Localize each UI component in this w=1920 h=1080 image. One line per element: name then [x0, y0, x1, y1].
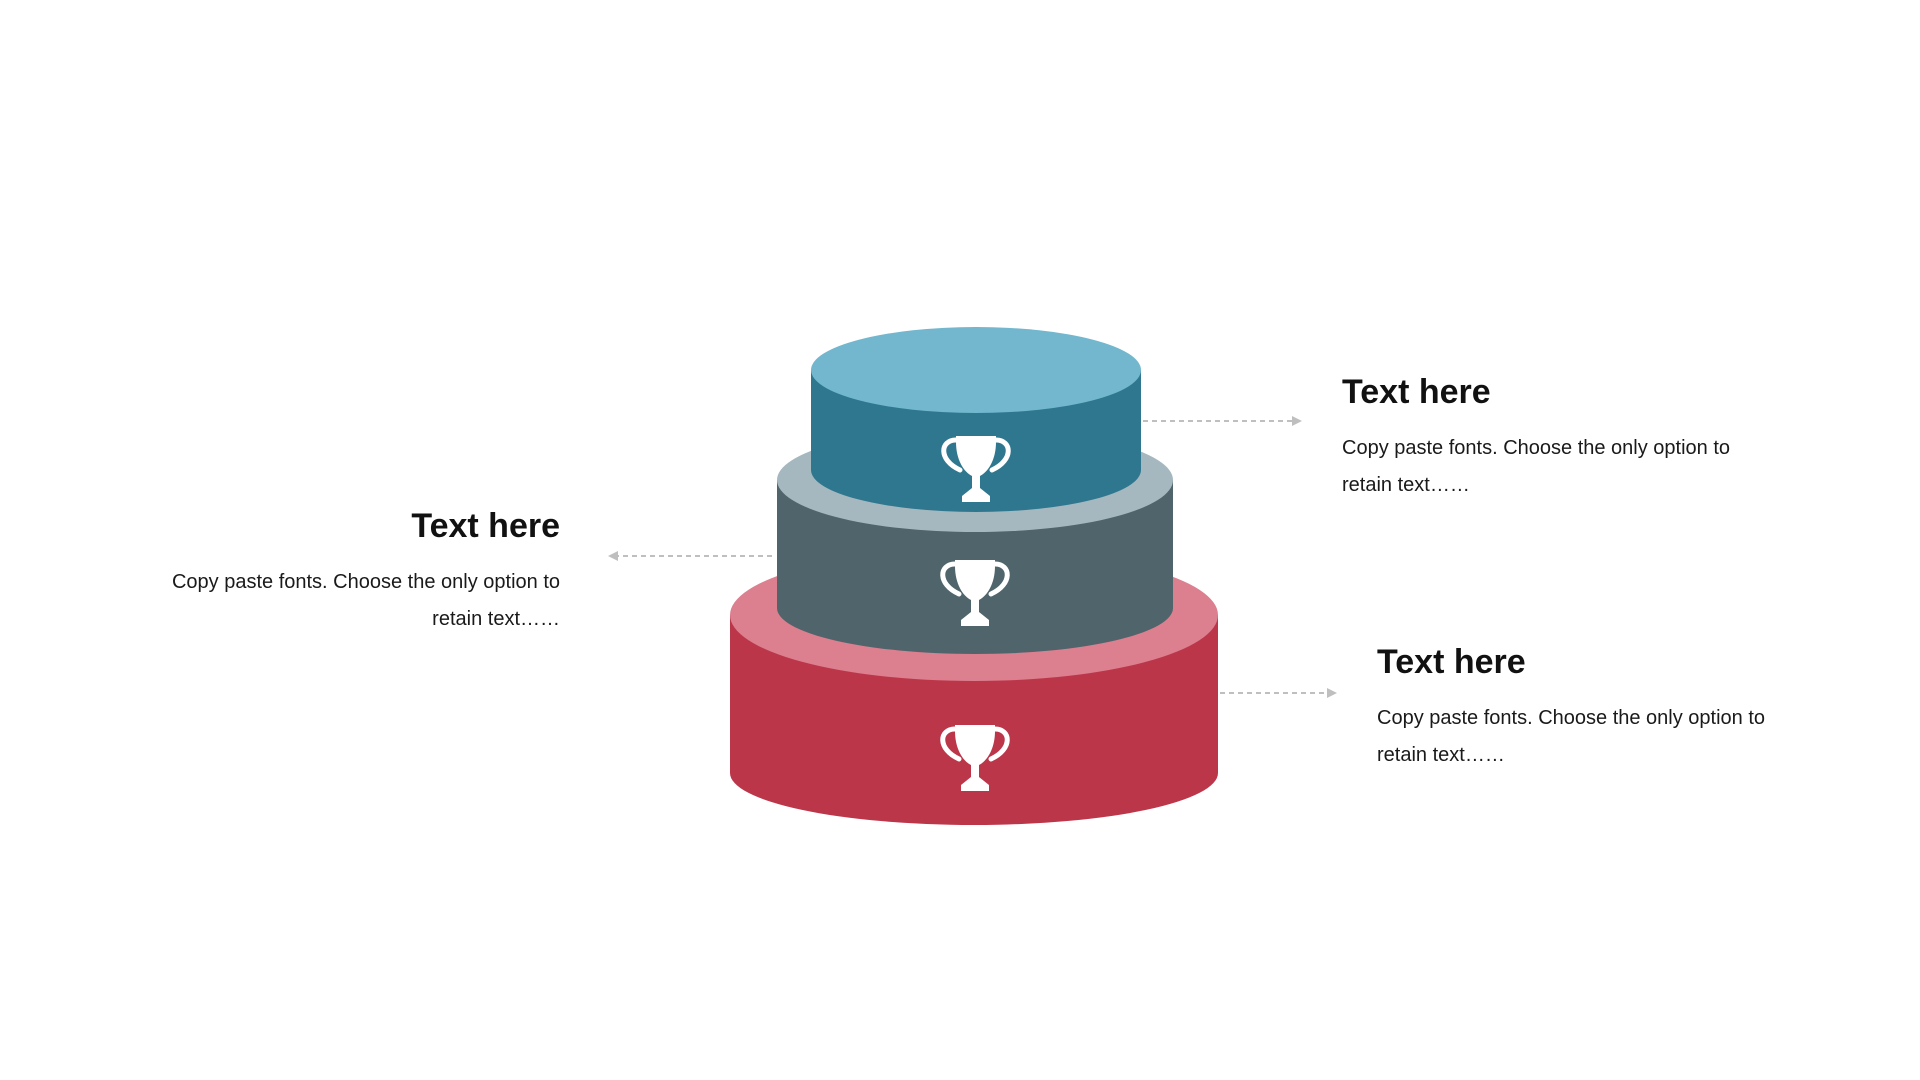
callout-bottom: Text here Copy paste fonts. Choose the o…	[1377, 642, 1837, 774]
callout-description: Copy paste fonts. Choose the only option…	[160, 564, 560, 638]
tier-top-top	[811, 327, 1141, 413]
callout-desc-line: Copy paste fonts. Choose the only option…	[1342, 437, 1731, 459]
callout-desc-line: Copy paste fonts. Choose the only option…	[1377, 707, 1766, 729]
callout-desc-line: retain text……	[1342, 474, 1470, 496]
callout-middle: Text here Copy paste fonts. Choose the o…	[160, 506, 560, 638]
callout-desc-line: retain text……	[432, 608, 560, 630]
callout-description: Copy paste fonts. Choose the only option…	[1342, 430, 1802, 504]
callout-desc-line: retain text……	[1377, 744, 1505, 766]
callout-description: Copy paste fonts. Choose the only option…	[1377, 700, 1837, 774]
callout-title: Text here	[411, 507, 560, 545]
tier-top	[811, 327, 1141, 512]
callout-title: Text here	[1377, 643, 1526, 681]
callout-title: Text here	[1342, 373, 1491, 411]
callout-top: Text here Copy paste fonts. Choose the o…	[1342, 372, 1802, 504]
callout-desc-line: Copy paste fonts. Choose the only option…	[171, 571, 560, 593]
